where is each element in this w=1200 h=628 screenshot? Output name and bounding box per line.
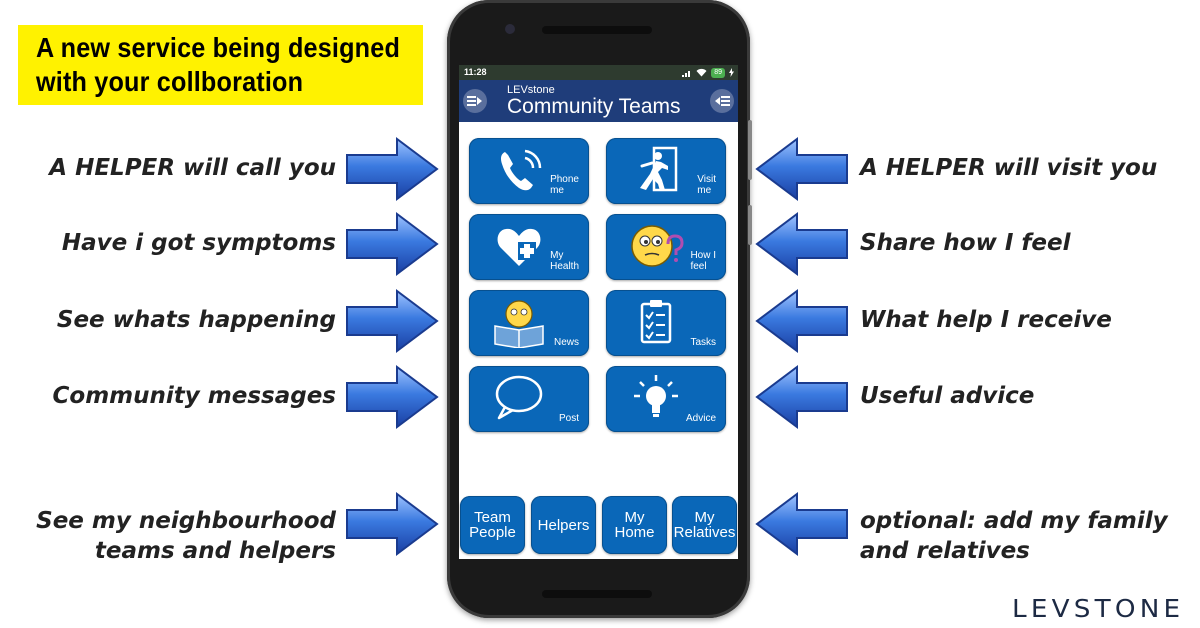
caption-useful-advice: Useful advice	[860, 383, 1035, 409]
bottom-speaker	[542, 590, 652, 598]
tile-label-line: Visit	[697, 174, 716, 185]
app-title: Community Teams	[507, 95, 681, 118]
lightbulb-icon	[634, 375, 678, 417]
arrow-left-icon	[755, 365, 848, 429]
tile-advice[interactable]: Advice	[606, 366, 726, 432]
arrow-right-icon	[346, 365, 439, 429]
arrow-left-icon	[755, 212, 848, 276]
phone-screen: 11:28 89 LEVstone Community Teams	[459, 65, 738, 559]
tile-post-label: Post	[558, 413, 579, 424]
arrow-right-icon	[346, 492, 439, 556]
nav-label-line: Home	[614, 524, 655, 541]
status-time: 11:28	[464, 67, 487, 77]
status-bar: 11:28 89	[459, 65, 738, 80]
close-menu-button[interactable]	[710, 89, 734, 113]
arrow-left-icon	[755, 137, 848, 201]
levstone-logo: LEVSTONE	[1012, 594, 1185, 623]
tile-label-line: My	[550, 250, 564, 261]
nav-label-line: My	[624, 509, 645, 526]
signal-icon	[682, 70, 691, 77]
tile-tasks[interactable]: Tasks	[606, 290, 726, 356]
headline-banner: A new service being designed with your c…	[18, 25, 423, 105]
tile-advice-label: Advice	[685, 413, 716, 424]
caption-community-messages: Community messages	[52, 383, 336, 409]
caption-symptoms: Have i got symptoms	[61, 230, 336, 256]
arrow-left-icon	[755, 289, 848, 353]
nav-label-line: People	[469, 524, 516, 541]
app-bar: LEVstone Community Teams	[459, 80, 738, 122]
headline-line-1: A new service being designed	[36, 32, 401, 63]
tile-tasks-label: Tasks	[690, 337, 716, 348]
caption-helper-visit: A HELPER will visit you	[860, 155, 1158, 181]
menu-arrow-right-icon	[467, 96, 482, 106]
nav-label-line: Relatives	[673, 524, 736, 541]
thinking-face-icon	[631, 225, 684, 267]
tile-label-line: me	[697, 185, 712, 196]
clipboard-tasks-icon	[640, 300, 672, 344]
volume-button	[748, 120, 752, 180]
caption-help-receive: What help I receive	[860, 307, 1112, 333]
app-subtitle: LEVstone	[507, 84, 555, 96]
caption-family-line-1: optional: add my family	[860, 508, 1168, 534]
menu-arrow-left-icon	[715, 96, 730, 106]
tile-label-line: Health	[550, 261, 579, 272]
nav-helpers-button[interactable]: Helpers	[531, 496, 596, 554]
open-menu-button[interactable]	[463, 89, 487, 113]
nav-label-line: Team	[474, 509, 511, 526]
arrow-left-icon	[755, 492, 848, 556]
heart-health-icon	[497, 228, 541, 266]
tile-label-line: How I	[690, 250, 716, 261]
caption-whats-happening: See whats happening	[56, 307, 336, 333]
reading-news-icon	[494, 300, 544, 348]
wifi-icon	[696, 68, 707, 77]
tile-news[interactable]: News	[469, 290, 589, 356]
headline-line-2: with your collboration	[36, 66, 304, 97]
caption-family-line-2: and relatives	[860, 538, 1030, 564]
battery-level: 89	[711, 67, 725, 78]
tile-news-label: News	[553, 337, 579, 348]
arrow-right-icon	[346, 212, 439, 276]
status-icons: 89	[682, 65, 734, 80]
arrow-right-icon	[346, 137, 439, 201]
front-camera	[505, 24, 515, 34]
earpiece-speaker	[542, 26, 652, 34]
tile-post[interactable]: Post	[469, 366, 589, 432]
caption-neighbourhood-line-2: teams and helpers	[94, 538, 336, 564]
arrow-right-icon	[346, 289, 439, 353]
charging-icon	[729, 68, 734, 77]
tile-label-line: Phone	[550, 174, 579, 185]
caption-helper-call: A HELPER will call you	[49, 155, 336, 181]
phone-icon	[501, 149, 542, 191]
tile-label-line: me	[550, 185, 564, 196]
tile-label-line: feel	[690, 261, 707, 272]
door-visit-icon	[640, 146, 678, 192]
nav-helpers-label: Helpers	[537, 516, 590, 534]
speech-bubble-icon	[495, 375, 543, 420]
caption-neighbourhood-line-1: See my neighbourhood	[36, 508, 336, 534]
power-button	[748, 205, 752, 245]
nav-label-line: My	[694, 509, 715, 526]
caption-share-feel: Share how I feel	[860, 230, 1071, 256]
